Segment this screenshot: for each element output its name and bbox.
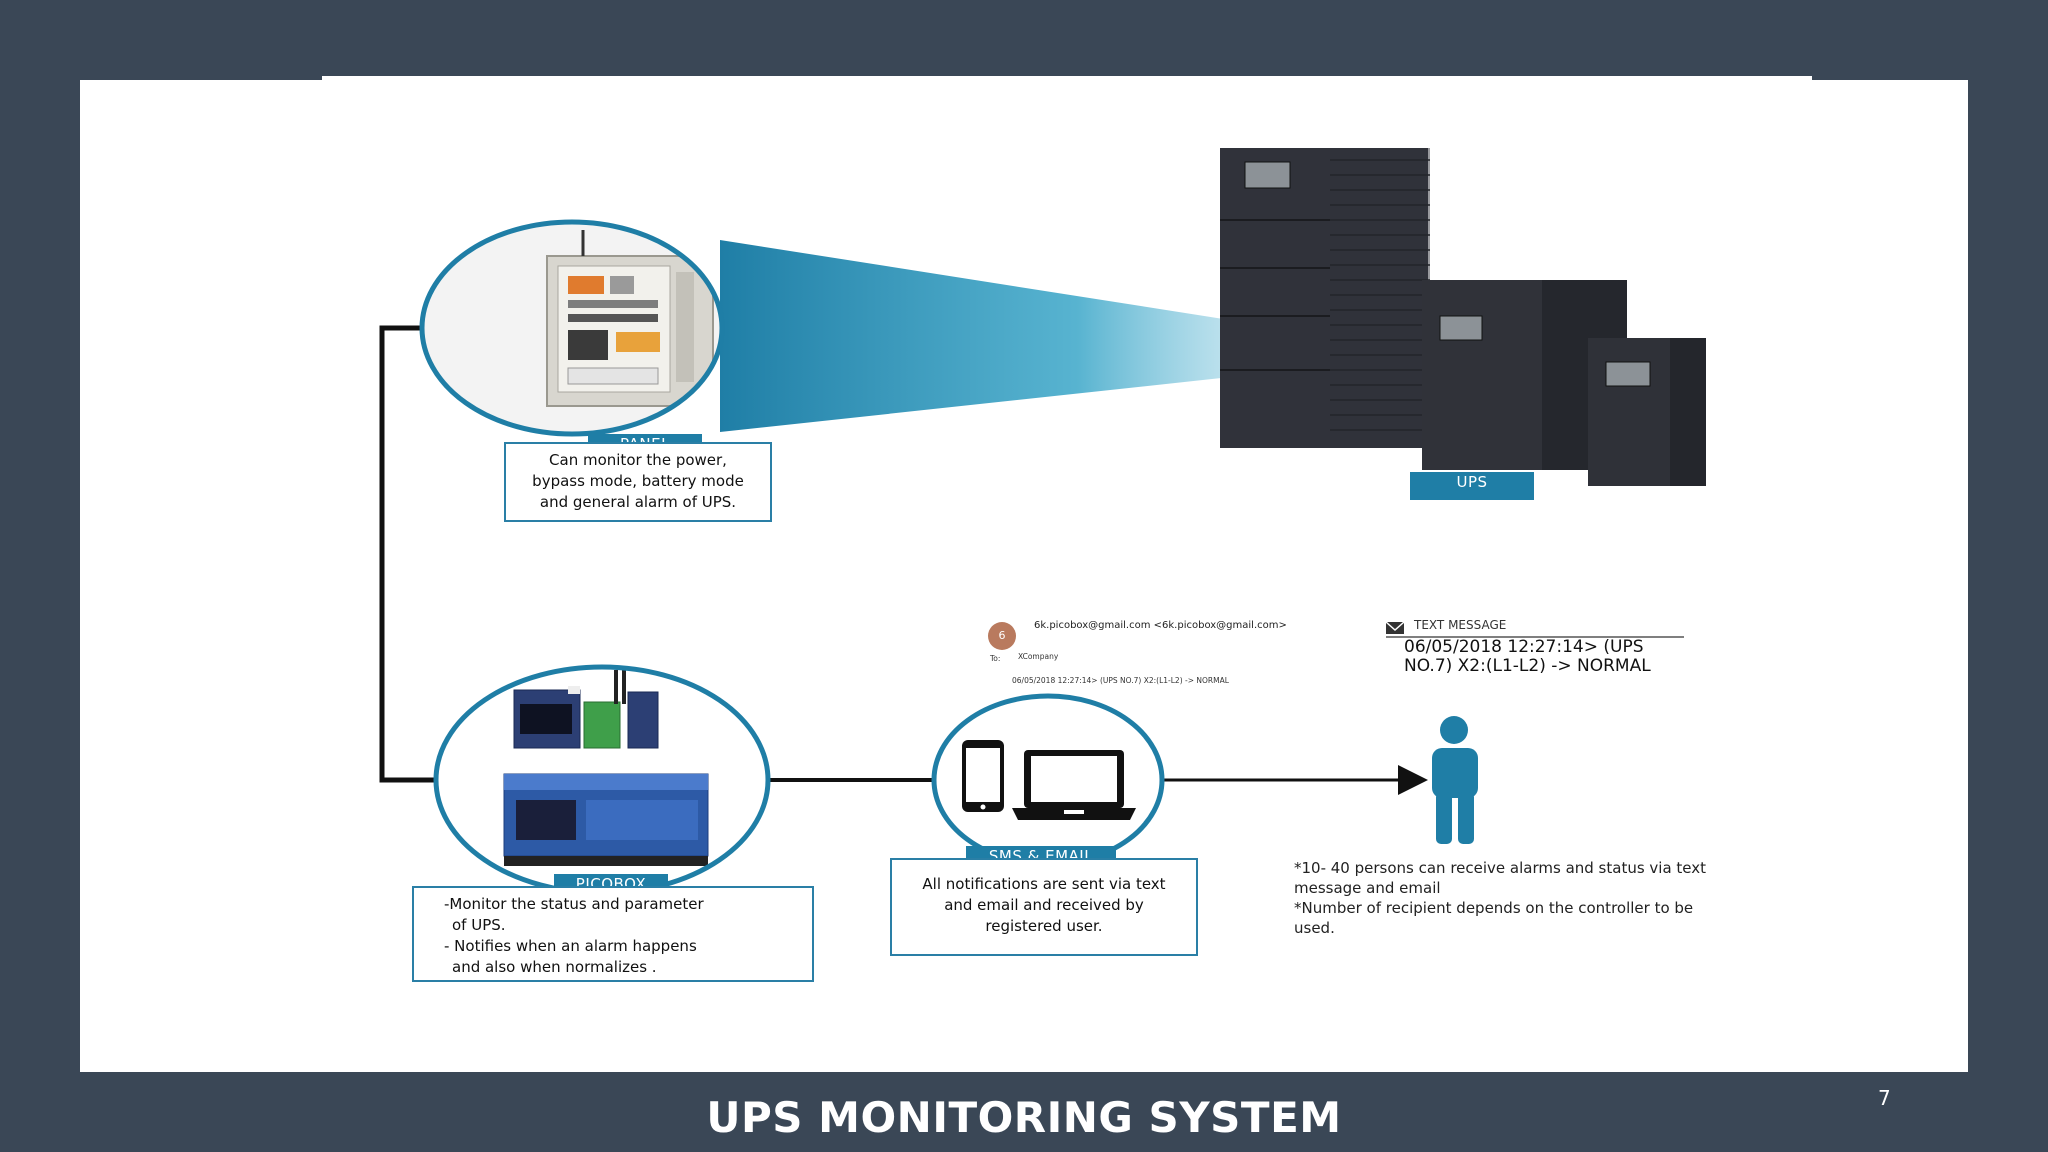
panel-desc-line: Can monitor the power, bbox=[549, 451, 727, 469]
sms-desc-line: registered user. bbox=[985, 917, 1103, 935]
connector-lines bbox=[379, 325, 1428, 795]
laptop-icon bbox=[1012, 750, 1136, 820]
panel-circle bbox=[419, 219, 725, 437]
signal-beam bbox=[720, 240, 1370, 432]
page-number: 7 bbox=[1878, 1086, 1891, 1110]
email-body: 06/05/2018 12:27:14> (UPS NO.7) X2:(L1-L… bbox=[1012, 676, 1229, 685]
top-strip bbox=[322, 76, 1812, 82]
picobox-desc-line: -Monitor the status and parameter bbox=[444, 895, 704, 913]
panel-desc-line: bypass mode, battery mode bbox=[532, 472, 744, 490]
picobox-circle bbox=[433, 664, 771, 896]
sms-body-line: NO.7) X2:(L1-L2) -> NORMAL bbox=[1404, 656, 1651, 676]
ups-label: UPS bbox=[1410, 472, 1534, 500]
note-line: message and email bbox=[1294, 879, 1441, 897]
note-line: used. bbox=[1294, 919, 1335, 937]
note-line: *Number of recipient depends on the cont… bbox=[1294, 899, 1694, 917]
diagram bbox=[379, 148, 1706, 896]
sms-email-circle bbox=[931, 693, 1165, 867]
email-avatar: 6 bbox=[988, 622, 1016, 650]
email-from: 6k.picobox@gmail.com <6k.picobox@gmail.c… bbox=[1034, 620, 1287, 631]
sms-desc-line: All notifications are sent via text bbox=[922, 875, 1166, 893]
note-line: *10- 40 persons can receive alarms and s… bbox=[1294, 859, 1707, 877]
person-icon bbox=[1432, 716, 1478, 844]
email-to: XCompany bbox=[1018, 652, 1059, 661]
recipients-note: *10- 40 persons can receive alarms and s… bbox=[1294, 858, 1794, 938]
picobox-desc-line: of UPS. bbox=[452, 916, 506, 934]
slide-title: UPS MONITORING SYSTEM bbox=[706, 1093, 1342, 1142]
email-to-label: To: bbox=[990, 654, 1001, 663]
slide-content: PANEL Can monitor the power, bypass mode… bbox=[80, 80, 1968, 1072]
picobox-desc-line: and also when normalizes . bbox=[452, 958, 657, 976]
picobox-description: -Monitor the status and parameter of UPS… bbox=[412, 886, 814, 982]
panel-desc-line: and general alarm of UPS. bbox=[539, 493, 737, 511]
phone-icon bbox=[962, 740, 1004, 812]
sms-email-description: All notifications are sent via text and … bbox=[890, 858, 1198, 956]
sms-desc-line: and email and received by bbox=[944, 896, 1144, 914]
picobox-desc-line: - Notifies when an alarm happens bbox=[444, 937, 697, 955]
envelope-icon bbox=[1385, 621, 1405, 634]
sms-body: 06/05/2018 12:27:14> (UPS NO.7) X2:(L1-L… bbox=[1404, 638, 1704, 676]
sms-header: TEXT MESSAGE bbox=[1414, 618, 1507, 632]
sms-body-line: 06/05/2018 12:27:14> (UPS bbox=[1404, 637, 1644, 657]
ups-units bbox=[1220, 148, 1706, 486]
panel-description: Can monitor the power, bypass mode, batt… bbox=[504, 442, 772, 522]
